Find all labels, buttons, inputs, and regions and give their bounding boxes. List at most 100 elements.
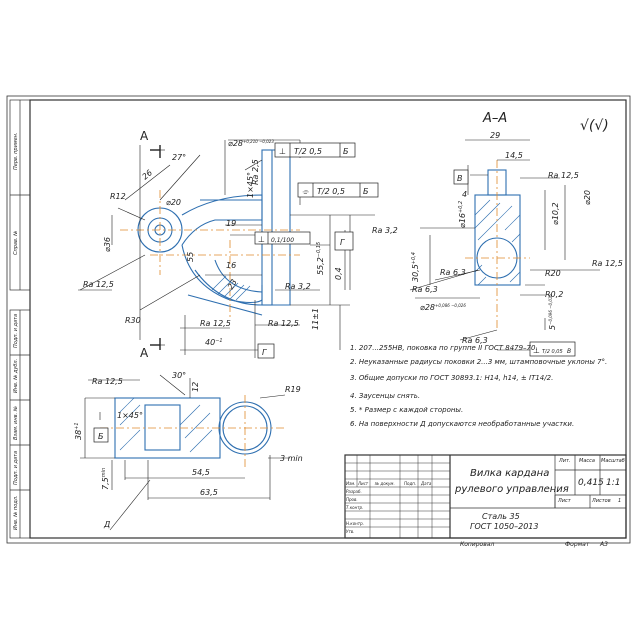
bot-dim-54-5: 54,5 <box>192 468 210 477</box>
dim-len26: 26 <box>141 168 155 181</box>
format-value: А3 <box>600 541 608 548</box>
bot-ra-12-5: Ra 12,5 <box>92 377 123 386</box>
sec-ra-6-3-b: Ra 6,3 <box>412 285 438 294</box>
fc2-base: Б <box>363 187 369 196</box>
base-g: Г <box>340 238 345 247</box>
bot-angle-30: 30° <box>172 371 186 380</box>
sec-dim-14-5: 14,5 <box>505 151 523 160</box>
tb-row-izm: Изм. <box>346 481 356 486</box>
part-name-line1: Вилка кардана <box>470 468 550 479</box>
side-stamp-6: Подп. и дата <box>13 451 19 485</box>
fc1-sym: ⊥ <box>279 147 286 156</box>
ra-3-2-a: Ra 3,2 <box>372 226 398 235</box>
perp-sym: ⊥ <box>258 235 265 244</box>
perp-tol: 0,1/100 <box>271 237 294 244</box>
tb-row-sign: Подп. <box>404 481 417 486</box>
bot-dim-38: 38+1 <box>74 422 83 440</box>
side-stamp-5: Взам. инв. № <box>13 406 19 440</box>
sec-d10-2: ⌀10,2 <box>551 202 560 225</box>
dim-55-2: 55,2−0,15 <box>316 242 325 275</box>
fc1-tol: T/2 0,5 <box>294 147 322 156</box>
bot-r19: R19 <box>285 385 301 394</box>
bot-base-b: Б <box>98 432 104 441</box>
fc2-tol: T/2 0,5 <box>317 187 345 196</box>
side-stamp-3: Подп. и дата <box>13 314 19 348</box>
sheets-count: 1 <box>618 498 622 504</box>
side-stamp-2: Справ. № <box>13 231 19 255</box>
sec-pos-sym: ⊥ <box>533 346 540 355</box>
ra-12-5-a: Ra 12,5 <box>83 280 114 289</box>
bot-dim-3min: 3 min <box>280 454 303 463</box>
cut-label-top: A <box>140 129 149 143</box>
sec-ra-12-5-a: Ra 12,5 <box>548 171 579 180</box>
sheets-label: Листов <box>592 498 611 504</box>
general-roughness: √(√) <box>580 118 609 134</box>
main-fork-arm <box>181 194 263 246</box>
ra-12-5-c: Ra 12,5 <box>268 319 299 328</box>
bot-base-d: Д <box>103 520 110 529</box>
cut-label-bottom: A <box>140 346 149 360</box>
note-6: 6. На поверхности Д допускаются необрабо… <box>350 420 575 428</box>
sec-ra-6-3-a: Ra 6,3 <box>440 268 466 277</box>
tb-row-doc: № докум. <box>375 481 395 486</box>
title-block <box>344 454 627 539</box>
note-2: 2. Неуказанные радиусы поковки 2...3 мм,… <box>350 358 608 366</box>
sec-dim-5: 5−0,096 −0,016 <box>548 294 557 330</box>
sec-dim-4: 4 <box>462 190 467 199</box>
section-aa-view: A–A √(√) <box>409 111 623 357</box>
ra-3-2-b: Ra 3,2 <box>285 282 311 291</box>
tb-role-5: Н.контр. <box>346 521 364 526</box>
dim-d28: ⌀28+0,210 −0,023 <box>228 139 274 148</box>
side-stamp-labels: Перв. примен. Справ. № Подп. и дата Инв.… <box>13 132 19 530</box>
tb-role-1: Разраб. <box>346 489 362 494</box>
note-3: 3. Общие допуски по ГОСТ 30893.1: H14, h… <box>350 374 554 382</box>
ra-2-5: Ra 2,5 <box>251 159 260 185</box>
tb-role-2: Пров. <box>346 497 358 502</box>
bot-chamfer: 1×45° <box>117 411 143 420</box>
side-stamp-7: Инв. № подл. <box>13 496 19 531</box>
note-5: 5. * Размер с каждой стороны. <box>350 406 464 414</box>
col-mass: Масса <box>579 458 595 464</box>
sec-ra-6-3-c: Ra 6,3 <box>462 336 488 345</box>
note-4: 4. Заусенцы снять. <box>350 392 421 400</box>
fc2-sym: ⌯ <box>302 187 309 196</box>
dim-55: 55 <box>186 252 195 262</box>
main-flange <box>261 149 273 306</box>
note-1: 1. 207...255HB, поковка по группе II ГОС… <box>350 344 538 352</box>
col-lit: Лит. <box>559 458 571 464</box>
dim-19: 19 <box>226 219 236 228</box>
dim-0-4: 0,4 <box>334 267 343 280</box>
sec-pos-base: В <box>567 348 571 355</box>
sec-r20: R20 <box>545 269 561 278</box>
bottom-view: Ra 12,5 30° 12 R19 1×45° Б 38+1 7,5min 3… <box>74 371 303 531</box>
sheet-label: Лист <box>558 498 571 504</box>
bot-dim-63-5: 63,5 <box>200 488 218 497</box>
sec-dim-29: 29 <box>490 131 500 140</box>
tb-role-3: Т.контр. <box>346 505 364 510</box>
bot-dim-12: 12 <box>191 382 200 392</box>
sec-d16: ⌀16+0,2 <box>458 201 467 228</box>
dim-r30: R30 <box>125 316 141 325</box>
sec-d20: ⌀20 <box>583 190 592 205</box>
dim-angle27: 27° <box>172 153 186 162</box>
dim-23: 23 <box>226 278 239 291</box>
tb-role-6: Утв. <box>346 529 355 534</box>
dim-11: 11±1 <box>311 308 320 330</box>
ra-12-5-b: Ra 12,5 <box>200 319 231 328</box>
dim-d20: ⌀20 <box>166 198 181 207</box>
sec-dim-30-5: 30,5+0,4 <box>411 252 420 282</box>
mass-value: 0,415 <box>578 478 604 488</box>
main-view: A A ⌀28+0,210 −0,023 27° 26 ⌀20 R12 ⌀36 … <box>78 129 398 360</box>
side-stamp-strip <box>9 99 31 539</box>
dim-16: 16 <box>226 261 236 270</box>
dim-d36: ⌀36 <box>103 237 112 252</box>
section-label: A–A <box>482 111 507 126</box>
col-scale: Масштаб <box>601 458 625 464</box>
material-line1: Сталь 35 <box>482 512 520 521</box>
base-g-bottom: Г <box>262 348 267 357</box>
sec-d28: ⌀28+0,086 −0,026 <box>420 303 466 312</box>
sheet-outer-border <box>6 95 631 544</box>
bot-dim-7-5: 7,5min <box>101 468 110 490</box>
side-stamp-1: Перв. примен. <box>13 132 19 170</box>
